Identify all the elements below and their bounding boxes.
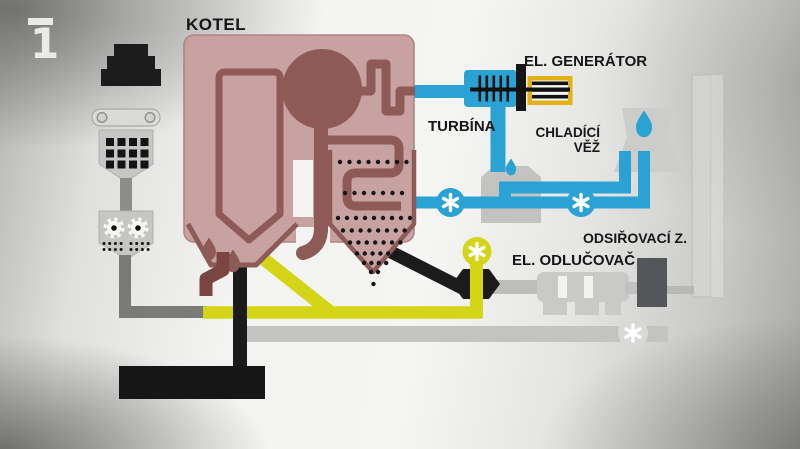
precipitator-slot <box>558 276 567 298</box>
slag-pipe <box>233 260 247 368</box>
logo-bar-icon <box>28 18 53 25</box>
turbine-generator <box>464 64 573 111</box>
superheater-pipe <box>357 59 415 116</box>
precipitator-slot <box>584 276 593 298</box>
coal-conveyor <box>91 108 161 127</box>
precipitator-label: EL. ODLUČOVAČ <box>512 251 635 269</box>
conveyor-wheel-icon <box>96 111 108 123</box>
coal-pile <box>101 44 161 86</box>
mill-outlet-pipe <box>119 255 207 318</box>
turbine-label: TURBÍNA <box>428 118 496 135</box>
cooling-pump-icon <box>566 188 596 217</box>
boiler <box>183 34 417 296</box>
flue-gas-duct <box>247 326 668 342</box>
cooling-loop-pipe <box>499 151 650 209</box>
logo-number: 1 <box>30 19 59 68</box>
cooling-tower-label-line2: VĚŽ <box>574 140 600 155</box>
cooling-tower-label-line1: CHLADÍCÍ <box>536 125 602 140</box>
feedwater-pump-icon <box>436 188 465 217</box>
water-steam-pipes <box>412 85 650 209</box>
precipitator-inlet-duct <box>488 280 543 294</box>
condenser-drop-icon <box>505 158 517 176</box>
ash-dots-icon <box>335 159 413 287</box>
chimney <box>691 74 712 298</box>
flue-gas-pipe-black <box>388 246 465 294</box>
duct-fan-icon <box>618 318 648 348</box>
conveyor-wheel-icon <box>144 111 156 123</box>
downcomer-elbow <box>296 221 328 260</box>
crusher-outlet-pipe <box>120 178 132 218</box>
boiler-label: KOTEL <box>186 15 246 34</box>
burner-pipe <box>199 252 230 296</box>
downcomer-pipe <box>314 120 328 232</box>
generator-label: EL. GENERÁTOR <box>524 53 647 70</box>
coal-crusher <box>98 129 154 183</box>
slag-container <box>119 366 265 399</box>
desulfurization-chimney-pipe <box>666 286 694 294</box>
mill-dots-icon <box>102 242 150 251</box>
ash-pipes <box>203 250 482 320</box>
channel-logo: 1 <box>28 18 59 68</box>
turbine-shaft <box>470 87 570 92</box>
desulfurization-unit <box>637 258 667 307</box>
chimney-highlight <box>711 75 723 297</box>
crusher-grid-icon <box>106 138 149 169</box>
coal-mill <box>98 210 154 260</box>
electrostatic-precipitator <box>537 272 639 315</box>
ash-fan-icon <box>462 237 492 266</box>
economizer-pipe <box>326 135 404 211</box>
boiler-water-wall-pipe <box>215 68 284 244</box>
ash-pipe-riser <box>470 258 483 318</box>
steam-drum <box>282 49 362 129</box>
desulfurization-label: ODSIŘOVACÍ Z. <box>583 229 687 246</box>
